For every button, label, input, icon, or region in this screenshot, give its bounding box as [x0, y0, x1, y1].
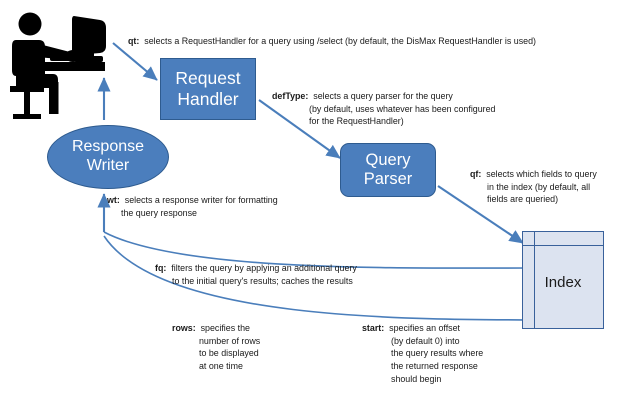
- annotation-wt-line-0: selects a response writer for formatting: [124, 195, 278, 205]
- annotation-fq-line-0: filters the query by applying an additio…: [171, 263, 357, 273]
- annotation-fq: fq: filters the query by applying an add…: [155, 262, 357, 287]
- annotation-start-line-2: the query results where: [391, 348, 484, 359]
- annotation-start: start: specifies an offset (by default 0…: [362, 322, 483, 385]
- annotation-start-line-4: should begin: [391, 373, 442, 384]
- annotation-qf-line-1: in the index (by default, all: [487, 181, 591, 192]
- index-left-divider: [534, 232, 535, 328]
- annotation-qt: qt: selects a RequestHandler for a query…: [128, 35, 536, 48]
- annotation-wt: wt: selects a response writer for format…: [107, 194, 278, 219]
- query-parser-line2: Parser: [363, 170, 413, 188]
- annotation-rows-param: rows:: [172, 323, 196, 333]
- annotation-qf: qf: selects which fields to query in the…: [470, 168, 597, 206]
- annotation-deftype-line-2: for the RequestHandler): [309, 116, 404, 127]
- annotation-deftype-line-0: selects a query parser for the query: [313, 91, 453, 101]
- annotation-start-line-0: specifies an offset: [389, 323, 461, 333]
- annotation-qf-param: qf:: [470, 169, 482, 179]
- index-top-divider: [523, 245, 603, 246]
- arrow-user-to-request-handler: [112, 42, 158, 81]
- node-index[interactable]: Index: [522, 231, 604, 329]
- annotation-rows-line-0: specifies the: [200, 323, 250, 333]
- annotation-qt-line-0: selects a RequestHandler for a query usi…: [144, 36, 536, 46]
- node-response-writer[interactable]: Response Writer: [47, 125, 169, 189]
- annotation-fq-line-1: to the initial query's results; caches t…: [172, 275, 353, 286]
- annotation-qf-line-0: selects which fields to query: [486, 169, 597, 179]
- request-handler-line1: Request: [175, 68, 241, 89]
- annotation-wt-param: wt:: [107, 195, 120, 205]
- annotation-deftype: defType: selects a query parser for the …: [272, 90, 496, 128]
- response-writer-line1: Response: [71, 138, 145, 156]
- annotation-rows: rows: specifies the number of rows to be…: [172, 322, 260, 373]
- annotation-start-line-3: the returned response: [391, 360, 478, 371]
- annotation-rows-line-3: at one time: [199, 360, 243, 371]
- annotation-rows-line-2: to be displayed: [199, 348, 259, 359]
- annotation-deftype-line-1: (by default, uses whatever has been conf…: [309, 103, 496, 114]
- annotation-fq-param: fq:: [155, 263, 167, 273]
- annotation-deftype-param: defType:: [272, 91, 309, 101]
- node-request-handler[interactable]: Request Handler: [160, 58, 256, 120]
- node-query-parser[interactable]: Query Parser: [340, 143, 436, 197]
- request-handler-line2: Handler: [177, 89, 239, 109]
- annotation-wt-line-1: the query response: [121, 207, 197, 218]
- query-parser-line1: Query: [365, 150, 411, 169]
- annotation-qt-param: qt:: [128, 36, 140, 46]
- annotation-start-line-1: (by default 0) into: [391, 335, 460, 346]
- annotation-start-param: start:: [362, 323, 385, 333]
- response-writer-line2: Writer: [86, 157, 130, 174]
- user-at-desk-icon: [10, 12, 106, 119]
- index-label: Index: [544, 274, 582, 291]
- annotation-qf-line-2: fields are queried): [487, 194, 559, 205]
- annotation-rows-line-1: number of rows: [199, 335, 261, 346]
